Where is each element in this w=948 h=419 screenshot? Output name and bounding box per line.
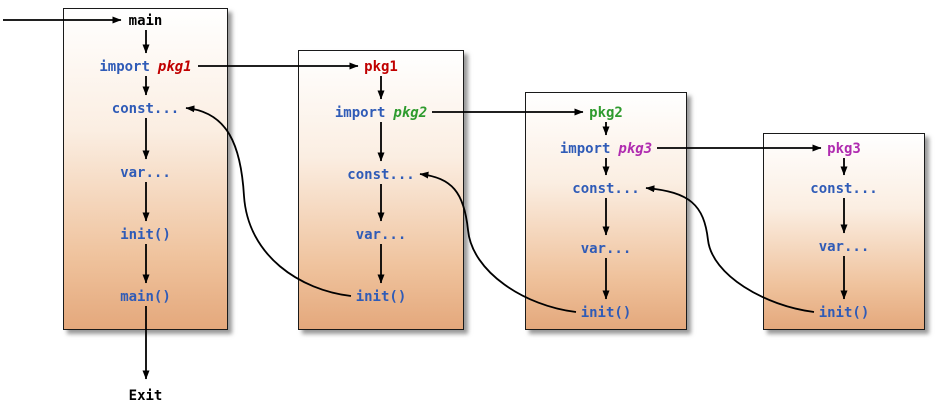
pkg3-init-item: init() [818, 305, 870, 321]
import-arg-pkg2: pkg2 [393, 105, 428, 121]
import-keyword: import [559, 141, 611, 157]
pkg2-import-statement: import pkg3 [526, 140, 686, 158]
pkg2-const-item: const... [572, 181, 640, 197]
import-arg-pkg3: pkg3 [618, 141, 653, 157]
pkg2-var-item: var... [580, 241, 632, 257]
import-arg-pkg1: pkg1 [157, 59, 192, 75]
pkg3-var-item: var... [818, 239, 870, 255]
box-pkg3: pkg3 const... var... init() [763, 133, 925, 330]
box-main-title: main [128, 13, 163, 29]
box-pkg1: pkg1 import pkg2 const... var... init() [298, 50, 464, 330]
main-import-statement: import pkg1 [64, 58, 227, 76]
box-pkg2-title: pkg2 [589, 105, 623, 121]
main-init-item: init() [120, 227, 171, 243]
pkg1-const-item: const... [347, 167, 415, 183]
main-call-item: main() [120, 289, 171, 305]
main-var-item: var... [120, 165, 171, 181]
exit-label: Exit [128, 388, 163, 404]
import-keyword: import [334, 105, 386, 121]
box-pkg2: pkg2 import pkg3 const... var... init() [525, 92, 687, 330]
pkg3-const-item: const... [810, 181, 878, 197]
box-main: main import pkg1 const... var... init() m… [63, 8, 228, 330]
pkg1-import-statement: import pkg2 [299, 104, 463, 122]
box-pkg3-title: pkg3 [827, 141, 861, 157]
pkg1-init-item: init() [355, 289, 407, 305]
box-pkg1-title: pkg1 [364, 59, 398, 75]
import-keyword: import [99, 59, 150, 75]
pkg2-init-item: init() [580, 305, 632, 321]
main-const-item: const... [111, 101, 180, 117]
pkg1-var-item: var... [355, 227, 407, 243]
